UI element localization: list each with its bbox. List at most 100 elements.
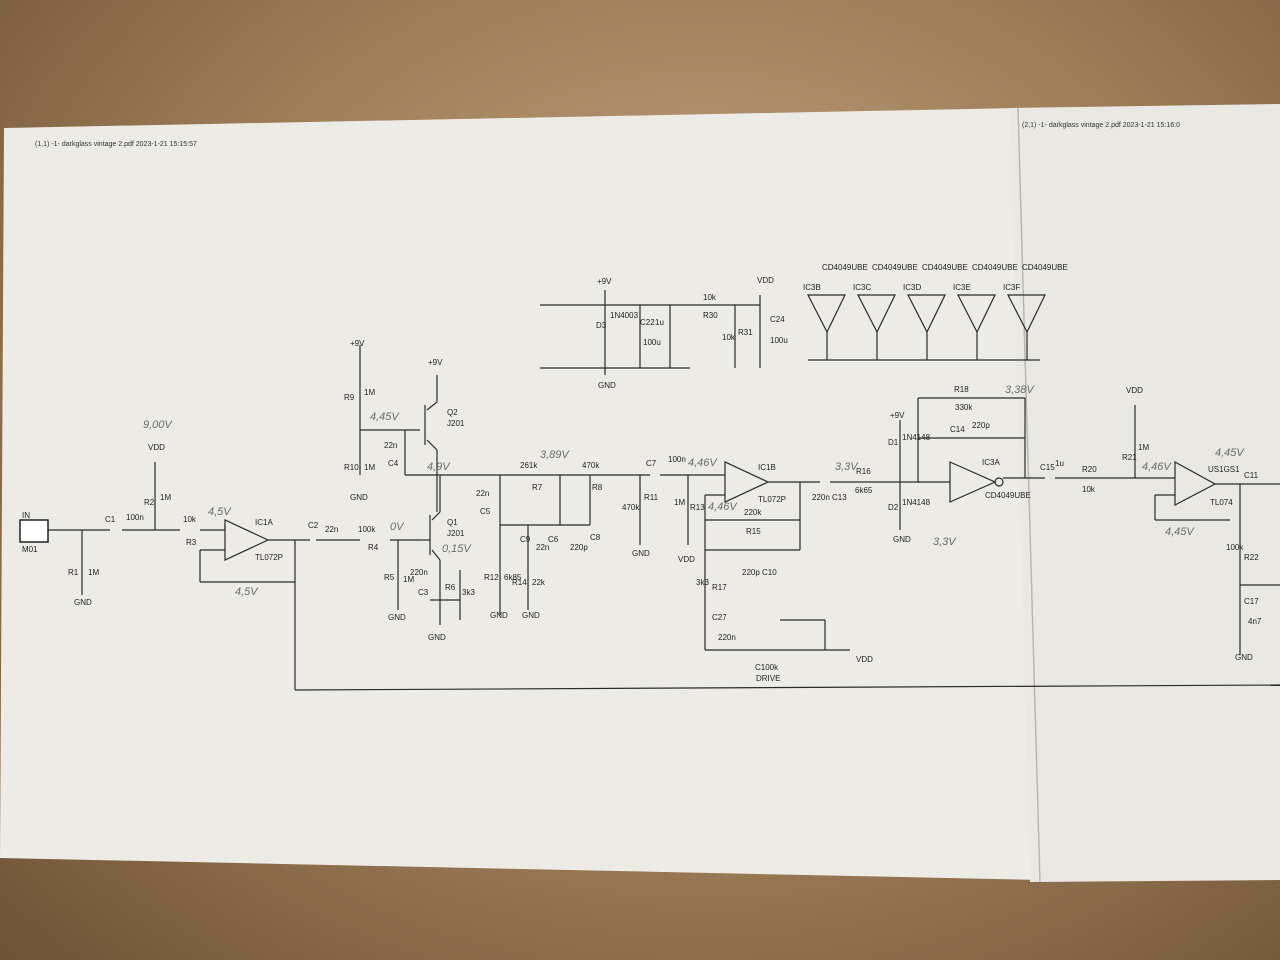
c2-value: 22n: [325, 525, 338, 534]
input-connector: M01: [22, 545, 38, 554]
c14-value: 220p: [972, 421, 990, 430]
gnd-label-1: GND: [74, 598, 92, 607]
c14-label: C14: [950, 425, 965, 434]
ic3d-part: CD4049UBE: [922, 263, 968, 272]
sheet-header-left: (1,1) -1- darkglass vintage 2.pdf 2023-1…: [35, 141, 197, 148]
c7-label: C7: [646, 459, 657, 468]
c2-label: C2: [308, 521, 319, 530]
c6-label: C6: [548, 535, 559, 544]
gnd-label-7: GND: [632, 549, 650, 558]
voltage-note-8: 0,15V: [442, 543, 472, 555]
voltage-note-9: 4,46V: [688, 457, 718, 469]
r8-label: R8: [592, 483, 603, 492]
c4-value: 22n: [384, 441, 397, 450]
c15-value: 1u: [1055, 459, 1064, 468]
r16-label: R16: [856, 467, 871, 476]
vdd-label-4: VDD: [856, 655, 873, 664]
r5-label: R5: [384, 573, 395, 582]
ic3d-label: IC3D: [903, 283, 921, 292]
voltage-note-1: 9,00V: [143, 419, 173, 431]
r1-value: 1M: [88, 568, 99, 577]
voltage-note-13: 3,3V: [933, 536, 957, 548]
ic3c-part: CD4049UBE: [872, 263, 918, 272]
vdd-label-3: VDD: [678, 555, 695, 564]
c9-label: C9: [520, 535, 531, 544]
r21-value: 1M: [1138, 443, 1149, 452]
d3-value: 1N4003: [610, 311, 639, 320]
voltage-note-15: 4,46V: [1142, 461, 1172, 473]
ic3a-label: IC3A: [982, 458, 1000, 467]
c5-label: C5: [480, 507, 491, 516]
c11-label: C11: [1244, 471, 1259, 480]
gnd-label-8: GND: [598, 381, 616, 390]
r18-label: R18: [954, 385, 969, 394]
r12-value: 6k85: [504, 573, 522, 582]
p9-label-1: +9V: [350, 339, 365, 348]
p9-label-3: +9V: [597, 277, 612, 286]
gnd-label-10: GND: [1235, 653, 1253, 662]
input-label: IN: [22, 511, 30, 520]
r9-value: 1M: [364, 388, 375, 397]
paper-sheet-right: [1010, 104, 1280, 882]
r11-label: R11: [644, 493, 659, 502]
r20-label: R20: [1082, 465, 1097, 474]
r13-label: R13: [690, 503, 705, 512]
voltage-note-7: 3,89V: [540, 449, 570, 461]
ic1b-value: TL072P: [758, 495, 786, 504]
c24-label: C24: [770, 315, 785, 324]
voltage-note-10: 4,46V: [708, 501, 738, 513]
c17-label: C17: [1244, 597, 1259, 606]
q2-value: J201: [447, 419, 465, 428]
ic1a-value: TL072P: [255, 553, 283, 562]
r4-label: R4: [368, 543, 379, 552]
c4-label: C4: [388, 459, 399, 468]
vdd-label-1: VDD: [148, 443, 165, 452]
r22-label: R22: [1244, 553, 1259, 562]
voltage-note-4: 0V: [390, 521, 405, 533]
d2-value: 1N4148: [902, 498, 931, 507]
gnd-label-9: GND: [893, 535, 911, 544]
c8-label: C8: [590, 533, 601, 542]
r4-value: 100k: [358, 525, 376, 534]
voltage-note-3: 4,5V: [235, 586, 259, 598]
r17-label: R17: [712, 583, 727, 592]
r11-value: 470k: [622, 503, 640, 512]
r31-label: R31: [738, 328, 753, 337]
c22-label: C22: [640, 318, 655, 327]
r13-value: 1M: [674, 498, 685, 507]
voltage-note-6: 4,9V: [427, 461, 451, 473]
c3-label: C3: [418, 588, 429, 597]
gnd-label-2: GND: [388, 613, 406, 622]
r1-label: R1: [68, 568, 79, 577]
us1-label: US1GS1: [1208, 465, 1240, 474]
drive-label: DRIVE: [756, 674, 780, 683]
q1-label: Q1: [447, 518, 458, 527]
r18-value: 330k: [955, 403, 973, 412]
r30-label: R30: [703, 311, 718, 320]
r20-value: 10k: [1082, 485, 1096, 494]
r30-value: 10k: [703, 293, 717, 302]
voltage-note-2: 4,5V: [208, 506, 232, 518]
voltage-note-11: 3,3V: [835, 461, 859, 473]
r10-label: R10: [344, 463, 359, 472]
c24-value: 100u: [770, 336, 788, 345]
c7-value: 100n: [668, 455, 686, 464]
ic3c-label: IC3C: [853, 283, 871, 292]
p9-label-4: +9V: [890, 411, 905, 420]
vdd-label-5: VDD: [1126, 386, 1143, 395]
r31-value: 10k: [722, 333, 736, 342]
paper-sheet-left: [0, 108, 1042, 880]
c22-value: 1u: [655, 318, 664, 327]
r2-value: 1M: [160, 493, 171, 502]
c17-value: 4n7: [1248, 617, 1262, 626]
p9-label-2: +9V: [428, 358, 443, 367]
r3-label: R3: [186, 538, 197, 547]
c1-label: C1: [105, 515, 116, 524]
r14-value: 22k: [532, 578, 546, 587]
wires: [48, 290, 1280, 691]
gnd-label-4: GND: [350, 493, 368, 502]
voltage-note-5: 4,45V: [370, 411, 400, 423]
q1-value: J201: [447, 529, 465, 538]
r14-label: R14: [512, 578, 527, 587]
c27-label: C27: [712, 613, 727, 622]
